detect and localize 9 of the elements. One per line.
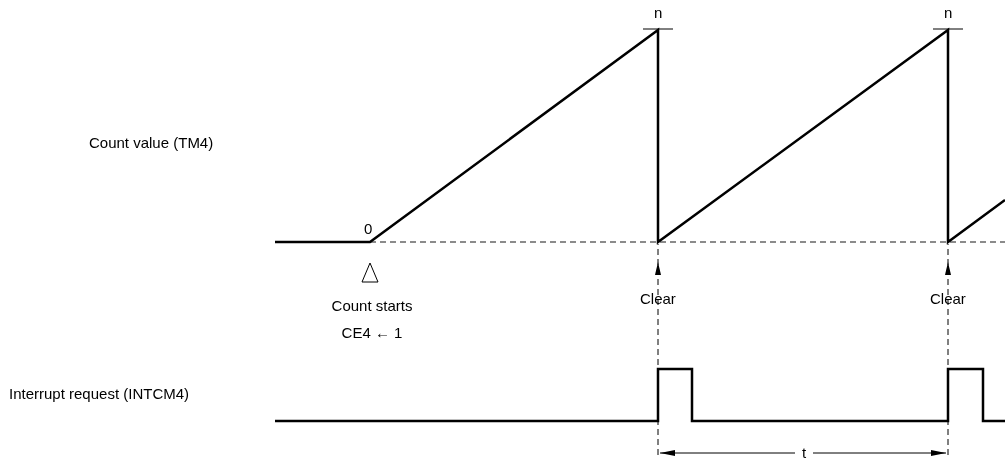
dimension-label: t	[802, 444, 807, 461]
event-label: Clear	[930, 290, 966, 308]
event-note: Count starts CE4 ← 1	[330, 296, 414, 343]
event-label: Clear	[640, 290, 676, 308]
value-label: 0	[364, 220, 373, 238]
value-label: n	[944, 4, 953, 22]
signal-label: Interrupt request (INTCM4)	[9, 385, 190, 403]
signal-label: Count value (TM4)	[89, 134, 214, 152]
value-label: n	[654, 4, 663, 22]
